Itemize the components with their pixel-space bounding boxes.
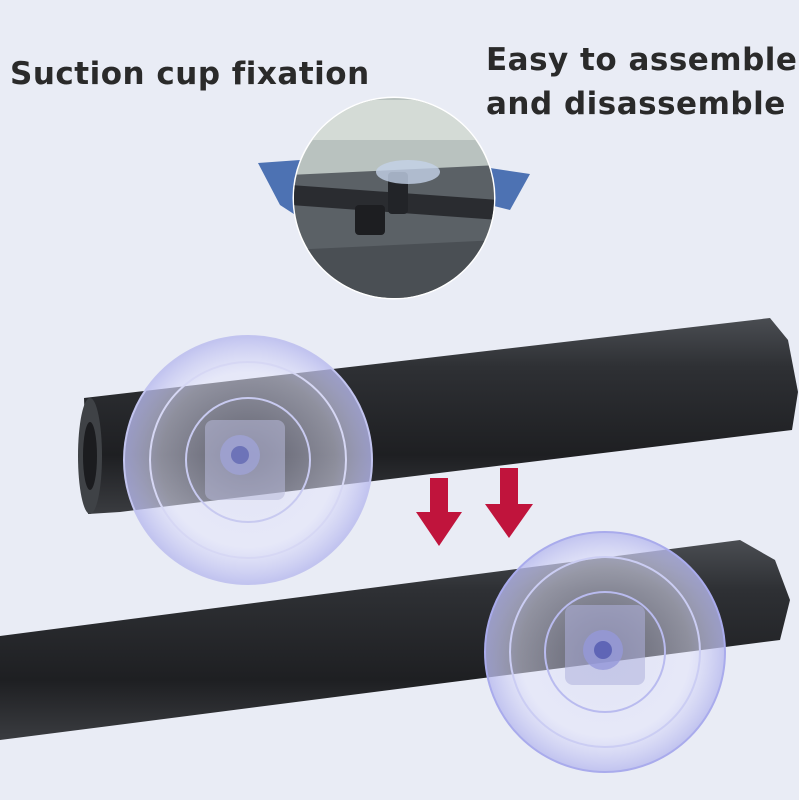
assembly-caption: Easy to assemble and disassemble	[486, 38, 797, 126]
assembly-caption-line2: and disassemble	[486, 86, 786, 122]
suction-cup-left	[123, 335, 373, 585]
assembly-caption-line1: Easy to assemble	[486, 42, 798, 78]
down-arrow-icon	[416, 478, 462, 546]
down-arrow-icon	[485, 468, 533, 538]
suction-cup-right	[484, 531, 726, 773]
suction-cup-caption: Suction cup fixation	[10, 56, 370, 92]
